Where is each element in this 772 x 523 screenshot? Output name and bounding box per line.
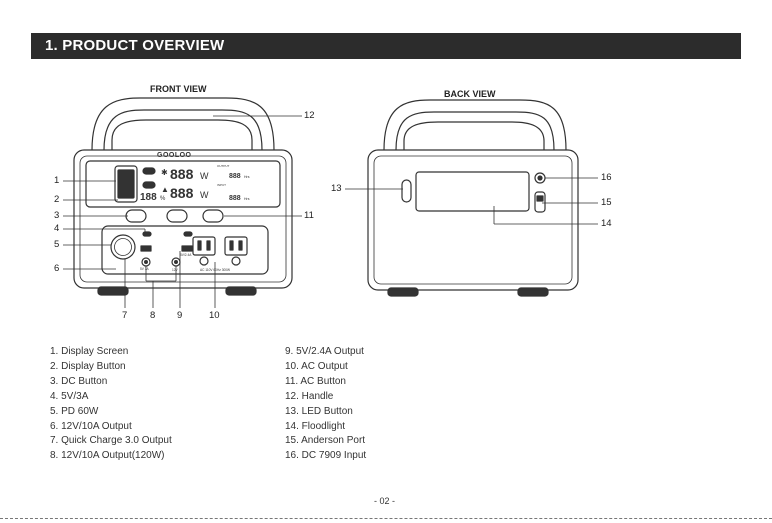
- callout-3: 3: [54, 210, 60, 221]
- callout-10: 10: [209, 310, 220, 321]
- legend-item: 5. PD 60W: [50, 405, 99, 417]
- legend-item: 11. AC Button: [285, 375, 346, 387]
- display-time-digits-1: 888: [229, 173, 241, 180]
- callout-14: 14: [601, 218, 612, 229]
- callout-2: 2: [54, 194, 60, 205]
- front-view-title: FRONT VIEW: [150, 84, 207, 94]
- callout-16: 16: [601, 172, 612, 183]
- callout-6: 6: [54, 263, 60, 274]
- legend-item: 6. 12V/10A Output: [50, 420, 132, 432]
- usb-port-label: 5V 3A: [140, 267, 150, 271]
- legend-item: 7. Quick Charge 3.0 Output: [50, 435, 172, 447]
- front-handle: [91, 97, 275, 151]
- section-title: 1. PRODUCT OVERVIEW: [45, 37, 225, 54]
- callout-5: 5: [54, 239, 60, 250]
- legend-item: 2. Display Button: [50, 360, 126, 372]
- bottom-divider: [0, 518, 772, 519]
- back-foot-right: [517, 287, 549, 297]
- legend-item: 15. Anderson Port: [285, 435, 366, 447]
- snowflake-icon: ✱: [161, 168, 168, 177]
- display-button: [166, 209, 188, 223]
- back-view-title: BACK VIEW: [444, 89, 496, 99]
- leader-lines: [63, 115, 598, 308]
- legend-item: 10. AC Output: [285, 360, 348, 372]
- back-body: [367, 149, 579, 291]
- display-input-digits: 888: [170, 185, 194, 201]
- display-input-unit: W: [200, 190, 209, 200]
- floodlight: [415, 171, 530, 212]
- usb-a-port-5v24a: [181, 245, 193, 252]
- ac-outlet-1: [192, 236, 216, 256]
- back-handle: [383, 99, 567, 151]
- back-foot-left: [387, 287, 419, 297]
- led-button: [401, 179, 412, 203]
- legend-item: 4. 5V/3A: [50, 390, 89, 402]
- front-foot-left: [97, 286, 129, 296]
- callout-1: 1: [54, 175, 60, 186]
- legend-item: 3. DC Button: [50, 375, 108, 387]
- display-input-tag: INPUT: [217, 183, 226, 187]
- callout-9: 9: [177, 310, 183, 321]
- callout-13: 13: [331, 183, 342, 194]
- front-display-window: [85, 160, 281, 208]
- anderson-port: [534, 191, 546, 213]
- legend-item: 8. 12V/10A Output(120W): [50, 450, 165, 462]
- front-unit: [73, 97, 293, 296]
- callout-7: 7: [122, 310, 128, 321]
- display-percent-sign: %: [160, 196, 166, 202]
- front-port-panel: [101, 225, 269, 275]
- usb-c-port-5v3a: [142, 231, 152, 237]
- dc-car-port: [110, 234, 136, 260]
- brand-logo: GOOLOO: [157, 152, 192, 159]
- front-foot-right: [225, 286, 257, 296]
- warning-icon: ▲: [161, 185, 169, 194]
- legend-item: 9. 5V/2.4A Output: [285, 346, 364, 357]
- usb-a-port-qc3: [140, 245, 152, 252]
- dc-port-label: 12V: [172, 268, 179, 272]
- legend-left-column: 1. Display Screen 2. Display Button 3. D…: [50, 345, 172, 464]
- ac-port-label: AC 110V 60Hz 300W: [200, 268, 230, 272]
- back-unit: [367, 99, 579, 297]
- legend-item: 16. DC 7909 Input: [285, 450, 367, 462]
- battery-icon: [114, 165, 138, 203]
- ac-outlet-2: [224, 236, 248, 256]
- display-output-digits: 888: [170, 166, 194, 182]
- callout-11: 11: [304, 210, 314, 221]
- display-output-tag: OUTPUT: [217, 164, 230, 168]
- legend-item: 14. Floodlight: [285, 420, 346, 432]
- callout-12: 12: [304, 110, 315, 121]
- section-header-bar: 1. PRODUCT OVERVIEW: [31, 33, 741, 59]
- display-time-unit-1: Hrs: [244, 175, 250, 179]
- legend-item: 13. LED Button: [285, 405, 353, 417]
- callout-15: 15: [601, 197, 612, 208]
- usb-c-port-pd60w: [183, 231, 193, 237]
- display-output-unit: W: [200, 171, 209, 181]
- display-time-unit-2: Hrs: [244, 197, 250, 201]
- dc-button: [125, 209, 147, 223]
- display-time-digits-2: 888: [229, 195, 241, 202]
- ac-button: [202, 209, 224, 223]
- front-body: [73, 149, 293, 289]
- legend-item: 12. Handle: [285, 390, 334, 402]
- legend-right-column: 9. 5V/2.4A Output 10. AC Output 11. AC B…: [285, 345, 366, 464]
- display-percent-digits: 188: [140, 192, 157, 203]
- legend-item: 1. Display Screen: [50, 346, 129, 357]
- callout-4: 4: [54, 223, 60, 234]
- pd-port-label: 5V/2.4A: [180, 253, 192, 257]
- callout-8: 8: [150, 310, 156, 321]
- page-number: - 02 -: [374, 496, 396, 506]
